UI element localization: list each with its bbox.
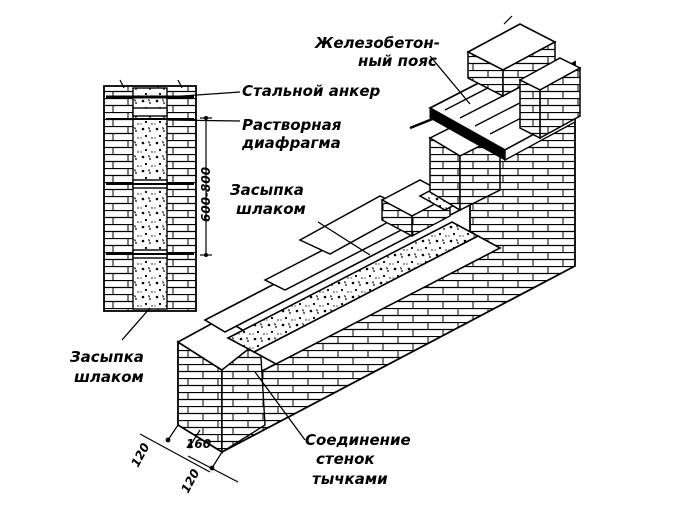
dimension-wall-right: 120: [178, 467, 202, 496]
label-reinforced-belt-line2: ный пояс: [358, 52, 437, 70]
dimension-cavity: 160: [186, 437, 211, 451]
label-header-joint-line2: стенок: [316, 450, 375, 468]
bottom-dimensions: [139, 424, 239, 483]
label-slag-fill-right-line2: шлаком: [236, 200, 306, 218]
label-mortar-diaphragm-line2: диафрагма: [241, 134, 341, 152]
label-slag-fill-right-line1: Засыпка: [230, 181, 304, 199]
label-slag-fill-left-line1: Засыпка: [70, 348, 144, 366]
outer-wythe-top: [252, 235, 502, 365]
mortar-diaphragm: [132, 107, 168, 117]
dimension-diaphragm-spacing: 600-800: [199, 167, 213, 222]
label-steel-anchor: Стальной анкер: [242, 82, 381, 100]
section-slag-fill: [132, 87, 168, 310]
label-mortar-diaphragm-line1: Растворная: [242, 116, 342, 134]
label-slag-fill-left-line2: шлаком: [74, 368, 144, 386]
isometric-wall: [176, 15, 582, 454]
label-reinforced-belt-line1: Железобетон-: [314, 34, 440, 52]
dimension-wall-left: 120: [128, 441, 152, 470]
wall-leaders: [254, 55, 471, 441]
section-leaders: [121, 91, 241, 341]
label-header-joint-line1: Соединение: [305, 431, 411, 449]
wall-section-elevation: 600-800: [103, 79, 213, 312]
label-header-joint-line3: тычками: [312, 470, 388, 488]
